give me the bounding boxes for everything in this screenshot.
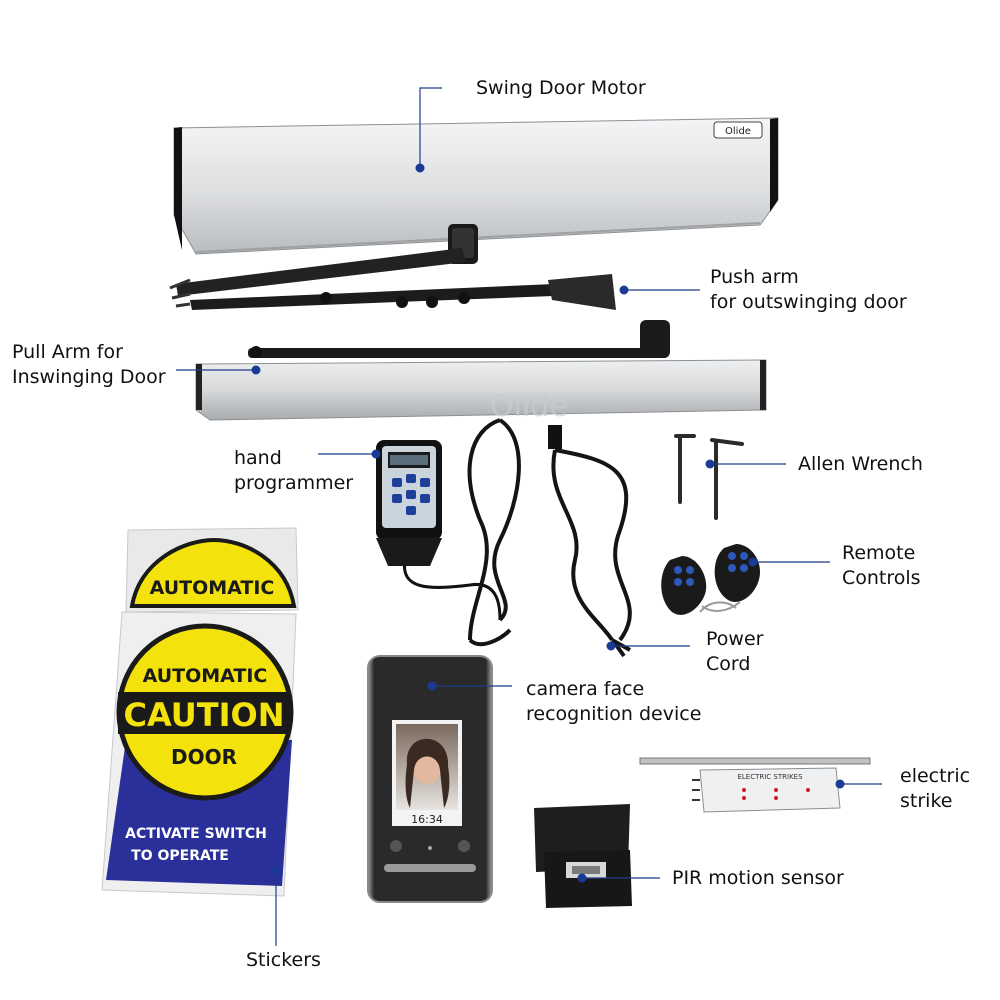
camera-face-recognition-device: 16:34 (367, 655, 493, 903)
label-text: Push arm (710, 266, 799, 288)
label-allen-wrench: Allen Wrench (798, 452, 923, 477)
electric-strike: ELECTRIC STRIKES (639, 757, 871, 813)
label-swing-door-motor: Swing Door Motor (476, 76, 646, 101)
stickers: AUTOMATIC AUTOMATIC CAUTION DOOR ACTIVAT… (101, 527, 299, 897)
push-arm (169, 224, 616, 310)
label-electric-strike: electric strike (900, 764, 970, 814)
sticker-door-text: DOOR (171, 745, 237, 769)
callout-lines (176, 87, 882, 946)
label-text: Power (706, 628, 764, 650)
pir-motion-sensor (534, 804, 632, 908)
label-text: Pull Arm for (12, 341, 123, 363)
hand-programmer (376, 440, 502, 621)
strike-title: ELECTRIC STRIKES (737, 773, 803, 781)
label-text: hand (234, 447, 282, 469)
label-text: Swing Door Motor (476, 77, 646, 99)
pull-arm (195, 320, 767, 421)
label-text: Controls (842, 567, 921, 589)
sticker-top-text: AUTOMATIC (150, 577, 275, 599)
label-power-cord: Power Cord (706, 627, 763, 677)
label-text: for outswinging door (710, 291, 907, 313)
power-cord (548, 425, 632, 658)
label-text: camera face (526, 678, 645, 700)
label-text: Remote (842, 542, 916, 564)
callout-dots (251, 163, 845, 883)
motor-logo: Olide (725, 126, 751, 137)
label-text: Allen Wrench (798, 453, 923, 475)
label-stickers: Stickers (246, 948, 321, 973)
watermark: Olide (490, 389, 568, 424)
sticker-operate-text: TO OPERATE (131, 848, 229, 864)
label-text: recognition device (526, 703, 702, 725)
label-pir-sensor: PIR motion sensor (672, 866, 844, 891)
programmer-cable (467, 418, 521, 647)
label-text: PIR motion sensor (672, 867, 844, 889)
label-text: Stickers (246, 949, 321, 971)
label-text: programmer (234, 472, 354, 494)
label-pull-arm: Pull Arm for Inswinging Door (12, 340, 166, 390)
label-hand-programmer: hand programmer (234, 446, 353, 496)
label-text: strike (900, 790, 953, 812)
sticker-caution-text: CAUTION (124, 696, 285, 734)
sticker-automatic-text: AUTOMATIC (143, 665, 268, 687)
remote-controls (661, 544, 760, 615)
allen-wrench (674, 434, 744, 520)
label-remote-controls: Remote Controls (842, 541, 921, 591)
swing-door-motor: Olide (173, 117, 779, 255)
label-text: Cord (706, 653, 751, 675)
camera-time: 16:34 (411, 813, 443, 826)
label-push-arm: Push arm for outswinging door (710, 265, 907, 315)
label-camera-device: camera face recognition device (526, 677, 701, 727)
sticker-activate-text: ACTIVATE SWITCH (125, 826, 267, 842)
motor-logo-plate (713, 121, 763, 139)
label-text: electric (900, 765, 971, 787)
label-text: Inswinging Door (12, 366, 166, 388)
